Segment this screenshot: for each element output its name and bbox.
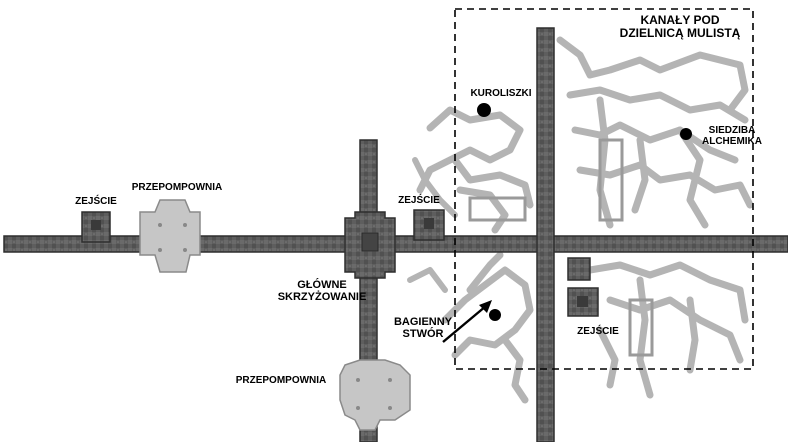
label-main-crossing: GŁÓWNE SKRZYŻOWANIE xyxy=(268,279,376,304)
label-exit-right: ZEJŚCIE xyxy=(577,326,619,337)
label-pump-left: PRZEPOMPOWNIA xyxy=(131,182,223,193)
east-corridor xyxy=(536,27,555,442)
grid-structures xyxy=(468,138,654,357)
label-exit-mid: ZEJŚCIE xyxy=(398,195,440,206)
label-alchemist: SIEDZIBA ALCHEMIKA xyxy=(694,125,770,147)
exit-left-structure xyxy=(81,211,111,243)
label-swamp-creature-line1: BAGIENNY xyxy=(393,316,453,328)
alchemist-marker xyxy=(680,128,692,140)
swamp-creature-arrow xyxy=(442,300,492,343)
swamp-creature-marker xyxy=(489,309,501,321)
label-pump-bottom: PRZEPOMPOWNIA xyxy=(235,375,327,386)
label-alchemist-line1: SIEDZIBA xyxy=(708,125,756,136)
label-main-crossing-line2: SKRZYŻOWANIE xyxy=(277,291,367,304)
district-title-line2: DZIELNICĄ MULISTĄ xyxy=(619,26,741,41)
district-title-line1: KANAŁY POD xyxy=(640,13,720,27)
pump-bottom-structure xyxy=(339,359,411,431)
label-kuroliszki: KUROLISZKI xyxy=(470,88,532,99)
label-main-crossing-line1: GŁÓWNE xyxy=(297,279,347,291)
pump-left-structure xyxy=(139,199,201,273)
exit-right-structure xyxy=(567,257,599,317)
label-swamp-creature-line2: STWÓR xyxy=(402,328,444,341)
label-exit-left: ZEJŚCIE xyxy=(75,196,117,207)
district-title: KANAŁY POD DZIELNICĄ MULISTĄ xyxy=(610,13,750,41)
district-boundary xyxy=(454,8,754,370)
label-swamp-creature: BAGIENNY STWÓR xyxy=(388,316,458,341)
mid-tunnels xyxy=(407,157,458,293)
lower-tunnels xyxy=(441,251,749,404)
label-alchemist-line2: ALCHEMIKA xyxy=(702,136,762,148)
exit-mid-structure xyxy=(413,209,445,241)
upper-tunnels xyxy=(416,36,754,234)
main-corridor xyxy=(3,235,788,253)
main-crossing-structure xyxy=(344,211,396,279)
kuroliszki-marker xyxy=(477,103,491,117)
